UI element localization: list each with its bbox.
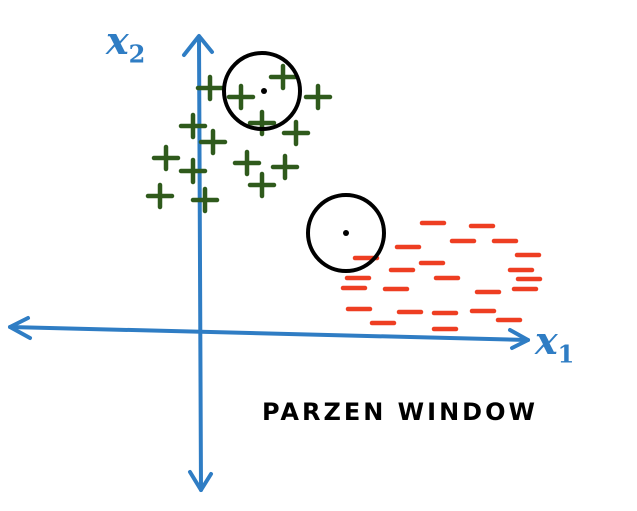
plus-sample: [190, 186, 220, 214]
parzen-window-top: [222, 51, 302, 131]
plus-sample: [232, 149, 262, 177]
y-axis-label-subscript: 2: [128, 39, 146, 69]
x-axis-label: x1: [535, 318, 574, 369]
y-axis: [182, 34, 214, 492]
plus-sample: [226, 83, 256, 111]
plus-sample: [198, 128, 228, 156]
plus-sample: [151, 144, 181, 172]
plus-sample: [303, 83, 333, 111]
x-axis: [8, 316, 530, 350]
plus-sample: [195, 74, 225, 102]
x-axis-label-subscript: 1: [557, 339, 575, 369]
diagram-title: PARZEN WINDOW: [262, 398, 538, 426]
y-axis-label: x2: [106, 18, 145, 69]
plus-sample: [281, 119, 311, 147]
plus-sample: [178, 157, 208, 185]
y-axis-label-text: x: [106, 18, 129, 63]
negative-samples: [340, 220, 543, 332]
plus-sample: [145, 182, 175, 210]
plus-sample: [247, 171, 277, 199]
x-axis-label-text: x: [535, 318, 558, 363]
plus-sample: [268, 63, 298, 91]
plus-sample: [270, 153, 300, 181]
parzen-window-bottom: [306, 193, 386, 273]
positive-samples: [145, 63, 333, 214]
plus-sample: [178, 112, 208, 140]
